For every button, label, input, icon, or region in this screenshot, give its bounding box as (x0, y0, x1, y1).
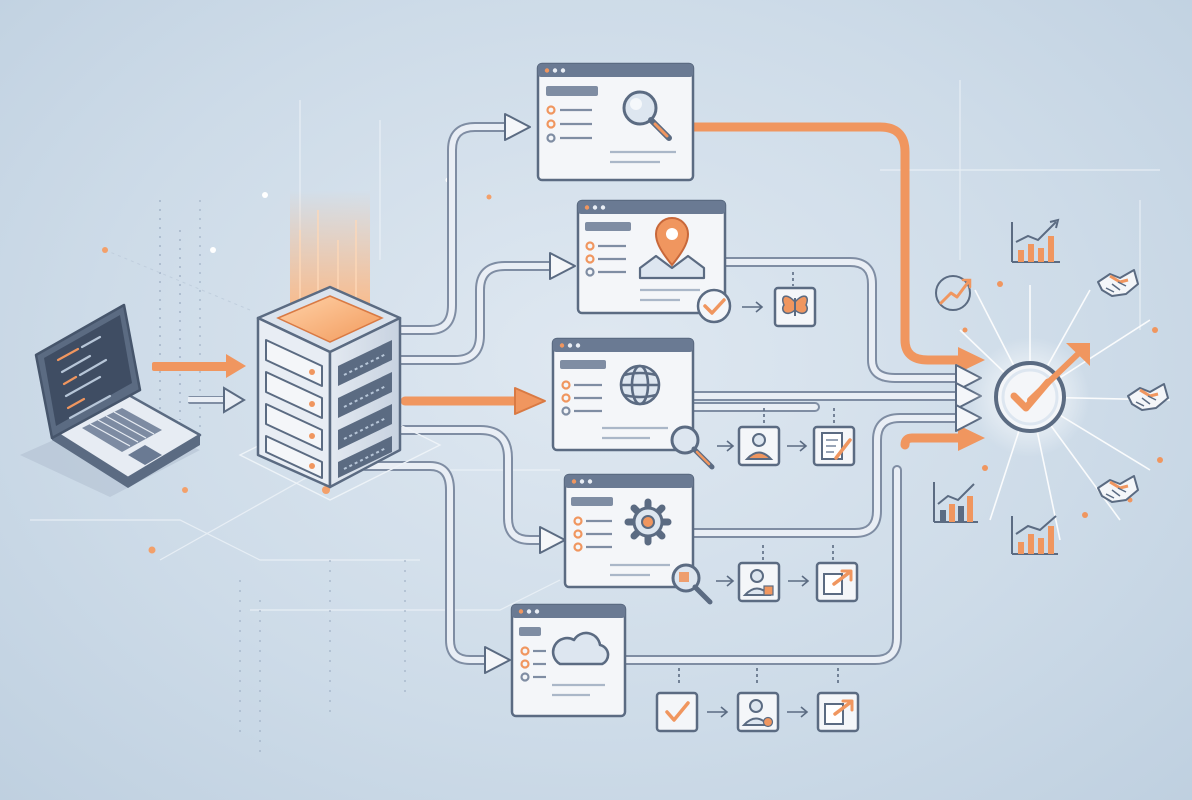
bar-chart-icon (1011, 515, 1058, 555)
map-window (576, 199, 727, 315)
settings-window (563, 473, 695, 589)
check-icon (655, 691, 699, 733)
cloud-icon (551, 631, 610, 666)
check-icon (696, 288, 732, 324)
edit-document-icon (812, 425, 856, 467)
handshake-icon (1127, 383, 1169, 411)
background-dots (102, 177, 492, 760)
flow-connectors (360, 122, 555, 665)
magnifier-icon (671, 563, 713, 605)
checkmark-circle-icon (970, 337, 1090, 457)
magnifier-icon (670, 425, 715, 470)
user-card-icon (736, 691, 780, 733)
growth-arrow-icon (935, 275, 972, 311)
hub-arrowheads (955, 347, 985, 451)
export-icon (816, 691, 860, 733)
user-card-icon (737, 425, 781, 467)
bar-chart-icon (1011, 218, 1060, 263)
server-stack-icon (238, 190, 442, 501)
bar-chart-icon (933, 482, 978, 523)
export-icon (815, 561, 859, 603)
hub-connectors (620, 122, 965, 665)
gear-icon (624, 498, 672, 546)
user-card-icon (737, 561, 781, 603)
handshake-icon (1097, 269, 1139, 297)
sub-step-connectors (678, 272, 839, 718)
globe-icon (619, 364, 661, 406)
magnifier-icon (622, 90, 672, 141)
flow-arrowheads (484, 113, 576, 674)
laptop-to-server-arrows (152, 354, 246, 414)
web-window (551, 337, 695, 452)
laptop-icon (20, 303, 202, 497)
handshake-icon (1097, 475, 1139, 503)
search-window (536, 62, 695, 182)
butterfly-icon (773, 286, 817, 328)
map-pin-icon (638, 217, 706, 280)
cloud-window (510, 603, 627, 718)
background-circuit (30, 80, 1160, 611)
